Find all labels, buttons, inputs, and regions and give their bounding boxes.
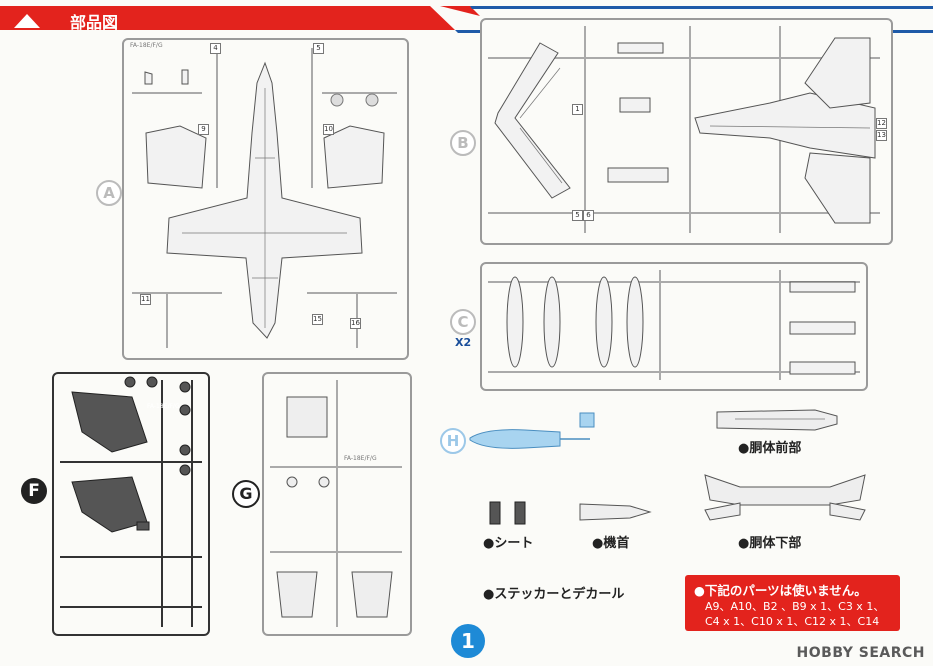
part-number: 10 bbox=[323, 124, 334, 135]
lower-fuselage-part bbox=[704, 474, 866, 521]
sprue-g-letter: G bbox=[232, 480, 260, 508]
part-h-letter: H bbox=[440, 428, 466, 454]
watermark: HOBBY SEARCH bbox=[796, 645, 925, 661]
forward-fuselage-part bbox=[716, 409, 838, 431]
sprue-a-stamp: FA-18E/F/G bbox=[130, 42, 163, 49]
part-number: 15 bbox=[312, 314, 323, 325]
part-number: 16 bbox=[350, 318, 361, 329]
part-number: 4 bbox=[210, 43, 221, 54]
notice-title: ●下記のパーツは使いません。 bbox=[694, 583, 867, 598]
sprue-b-letter: B bbox=[450, 130, 476, 156]
page-title: 部品図 bbox=[70, 13, 119, 32]
notice-line-1: A9、A10、B2 、B9 x 1、C3 x 1、 bbox=[705, 600, 885, 613]
sprue-f-stamp: FA-18E/F/G bbox=[147, 403, 180, 410]
unused-parts-notice: ●下記のパーツは使いません。 A9、A10、B2 、B9 x 1、C3 x 1、… bbox=[685, 575, 900, 631]
sprue-g-parts: FA-18E/F/G bbox=[270, 380, 402, 627]
sprue-b-parts bbox=[488, 26, 880, 233]
sprue-g-stamp: FA-18E/F/G bbox=[344, 455, 377, 462]
forward-fuselage-caption: ●胴体前部 bbox=[738, 441, 802, 456]
seat-parts bbox=[489, 501, 526, 525]
canopy-part bbox=[469, 412, 595, 449]
sticker-decal-caption: ●ステッカーとデカール bbox=[483, 587, 625, 602]
lower-fuselage-caption: ●胴体下部 bbox=[738, 536, 802, 551]
part-number: 1 bbox=[572, 104, 583, 115]
sprue-a-letter: A bbox=[96, 180, 122, 206]
part-number: 6 bbox=[583, 210, 594, 221]
nose-caption: ●機首 bbox=[592, 536, 630, 551]
nose-part bbox=[579, 503, 652, 521]
part-number: 9 bbox=[198, 124, 209, 135]
triangle-icon bbox=[14, 14, 40, 28]
sprue-a-parts: FA-18E/F/G bbox=[130, 42, 397, 348]
part-number: 13 bbox=[876, 130, 887, 141]
notice-line-2: C4 x 1、C10 x 1、C12 x 1、C14 bbox=[705, 615, 880, 628]
sprue-c-parts bbox=[488, 270, 860, 380]
page-number: 1 bbox=[451, 624, 485, 658]
part-number: 5 bbox=[572, 210, 583, 221]
sprue-c-letter: C bbox=[450, 309, 476, 335]
sprue-f-letter: F bbox=[21, 478, 47, 504]
part-number: 12 bbox=[876, 118, 887, 129]
sprue-f-parts: FA-18E/F/G bbox=[60, 376, 202, 627]
part-number: 11 bbox=[140, 294, 151, 305]
part-number: 5 bbox=[313, 43, 324, 54]
sprue-c-multiplier: X2 bbox=[455, 336, 472, 349]
seat-caption: ●シート bbox=[483, 536, 534, 551]
